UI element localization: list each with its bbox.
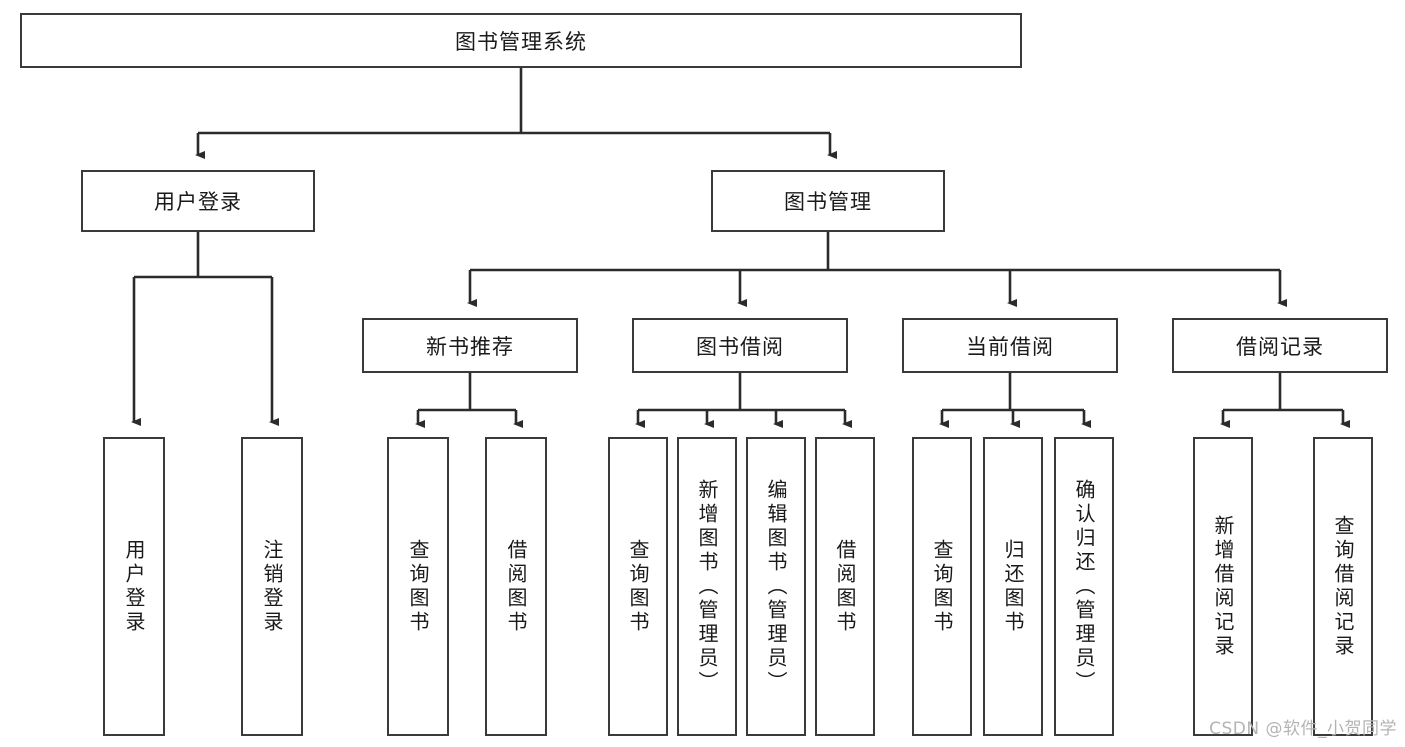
node-leaf-query-book-current-label: 查询图书: [930, 538, 954, 635]
node-borrow-record[interactable]: 借阅记录: [1172, 318, 1388, 373]
node-leaf-query-book-current[interactable]: 查询图书: [912, 437, 972, 736]
node-root-label: 图书管理系统: [455, 29, 587, 54]
node-new-book-recommend[interactable]: 新书推荐: [362, 318, 578, 373]
node-leaf-borrow-book-recommend[interactable]: 借阅图书: [485, 437, 547, 736]
node-leaf-borrow-book-recommend-label: 借阅图书: [504, 538, 528, 635]
node-leaf-query-borrow-record-label: 查询借阅记录: [1331, 514, 1355, 659]
node-leaf-user-login[interactable]: 用户登录: [103, 437, 165, 736]
node-leaf-return-book-label: 归还图书: [1001, 538, 1025, 635]
node-root[interactable]: 图书管理系统: [20, 13, 1022, 68]
node-book-borrow[interactable]: 图书借阅: [632, 318, 848, 373]
node-current-borrow-label: 当前借阅: [966, 334, 1054, 359]
node-new-book-recommend-label: 新书推荐: [426, 334, 514, 359]
node-leaf-user-logout-label: 注销登录: [260, 538, 284, 635]
node-leaf-borrow-book-label: 借阅图书: [833, 538, 857, 635]
node-leaf-edit-book-admin[interactable]: 编辑图书（管理员）: [746, 437, 806, 736]
node-leaf-add-book-admin[interactable]: 新增图书（管理员）: [677, 437, 737, 736]
node-leaf-confirm-return-admin-label: 确认归还（管理员）: [1072, 478, 1096, 695]
node-leaf-add-borrow-record[interactable]: 新增借阅记录: [1193, 437, 1253, 736]
node-leaf-user-login-label: 用户登录: [122, 538, 146, 635]
node-leaf-add-book-admin-label: 新增图书（管理员）: [695, 478, 719, 695]
node-leaf-edit-book-admin-label: 编辑图书（管理员）: [764, 478, 788, 695]
node-leaf-query-book-borrow[interactable]: 查询图书: [608, 437, 668, 736]
node-leaf-query-book-borrow-label: 查询图书: [626, 538, 650, 635]
node-book-borrow-label: 图书借阅: [696, 334, 784, 359]
node-leaf-confirm-return-admin[interactable]: 确认归还（管理员）: [1054, 437, 1114, 736]
node-book-management[interactable]: 图书管理: [711, 170, 945, 232]
node-leaf-query-book-recommend-label: 查询图书: [406, 538, 430, 635]
node-leaf-borrow-book[interactable]: 借阅图书: [815, 437, 875, 736]
node-leaf-query-borrow-record[interactable]: 查询借阅记录: [1313, 437, 1373, 736]
node-current-borrow[interactable]: 当前借阅: [902, 318, 1118, 373]
node-leaf-query-book-recommend[interactable]: 查询图书: [387, 437, 449, 736]
node-user-login[interactable]: 用户登录: [81, 170, 315, 232]
node-leaf-return-book[interactable]: 归还图书: [983, 437, 1043, 736]
watermark-text: CSDN @软件_小贺同学: [1209, 719, 1397, 739]
node-leaf-user-logout[interactable]: 注销登录: [241, 437, 303, 736]
node-user-login-label: 用户登录: [154, 190, 242, 214]
node-leaf-add-borrow-record-label: 新增借阅记录: [1211, 514, 1235, 659]
node-borrow-record-label: 借阅记录: [1236, 334, 1324, 359]
node-book-management-label: 图书管理: [784, 190, 872, 214]
